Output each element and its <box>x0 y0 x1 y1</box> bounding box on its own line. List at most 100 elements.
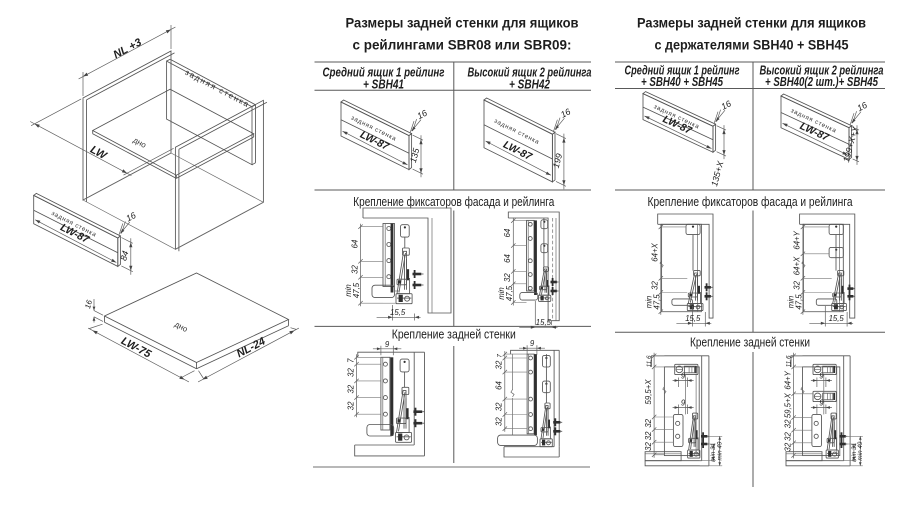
rear-dim-32b: 32 <box>346 384 355 393</box>
panel-height-dim: 84 <box>118 250 130 262</box>
fixator-diagram-sbr-medium: 64 32 min 47,5 15,5 <box>344 207 452 321</box>
bottom-dim-label: 15,5 <box>536 318 552 327</box>
dowel-pin <box>847 284 855 293</box>
caption-fixators: Крепление фиксаторов фасада и рейлинга <box>353 194 555 209</box>
min-value: 47,5 <box>794 294 803 310</box>
dowel-pin <box>839 432 848 441</box>
panel-thickness-dim: 16 <box>559 106 572 119</box>
rear-dim-32a: 32 <box>644 418 653 427</box>
column-header-1-line2: + SBH41 <box>363 77 404 91</box>
rear-dim-7: 7 <box>346 358 355 363</box>
dowel-pin <box>701 432 709 441</box>
dowel-pin <box>847 292 855 301</box>
column-header-2-line2: + SBH40(2 шт.)+ SBH45 <box>765 75 879 89</box>
dowel-pin <box>550 287 559 295</box>
rear-dim-116: 11,6 <box>646 355 653 367</box>
fix-dim-64y: 64+Y <box>793 230 802 249</box>
panel-thickness-dim: 16 <box>855 100 868 113</box>
column-header-1-line1: Средний ящик 1 рейлинг <box>625 64 740 78</box>
bottom-dim-label: 15,5 <box>390 308 406 317</box>
panel-width-dim: LW-87 <box>501 139 535 164</box>
rear-dim-32c: 32 <box>346 401 355 410</box>
sbh40-holder <box>812 390 837 403</box>
min-label: min <box>786 296 795 309</box>
sbh40-holder <box>812 363 837 376</box>
min49-label: min 49 <box>717 441 724 460</box>
railing-holder <box>685 223 701 236</box>
panel-height-dim: 135 <box>408 147 421 164</box>
fixator-mechanism <box>538 266 552 302</box>
iso-bottom-label: дно <box>173 320 190 335</box>
rear-dim-32b: 32 <box>495 402 504 411</box>
dowel-pin <box>412 270 424 278</box>
column-header-1-line2: + SBH40 + SBH45 <box>641 75 724 89</box>
dowel-pin <box>550 278 559 286</box>
fixator-mechanism <box>395 386 413 443</box>
section-title-line1: Размеры задней стенки для ящиков <box>346 15 579 31</box>
min49-label: min 49 <box>857 441 864 460</box>
rearwall-diagram-sbh-medium: 9 9 11,6 59,5+X 32 32 32 min 31 min 49 <box>644 352 724 467</box>
rear-dim-9: 9 <box>819 399 824 408</box>
rearwall-diagram-sbr-high: 9 7 32 64 32 32 <box>495 339 563 458</box>
caption-rearwall: Крепление задней стенки <box>392 326 516 341</box>
frame-back-wall-label: задняя стенка <box>184 68 252 110</box>
column-header-1-line1: Средний ящик 1 рейлинг <box>323 66 445 80</box>
section-title-line2: с рейлингами SBR08 или SBR09: <box>353 37 572 53</box>
fix-dim-32: 32 <box>350 265 359 274</box>
dowel-pin <box>704 283 713 292</box>
column-header-2-line1: Высокий ящик 2 рейлинга <box>760 64 884 78</box>
rear-dim-9: 9 <box>681 372 686 381</box>
min-label: min <box>644 296 653 309</box>
iso-lw75: LW-75 <box>119 335 154 361</box>
fixator-mechanism <box>539 402 553 448</box>
fixator-mechanism <box>825 412 839 459</box>
fix-dim-64: 64 <box>350 239 359 248</box>
fix-dim-64a: 64 <box>503 228 512 237</box>
dowel-pin <box>412 281 424 289</box>
dowel-pin <box>413 407 425 416</box>
fix-dim-64x: 64+X <box>651 242 660 261</box>
panel-height-dim: 135+X <box>709 159 726 187</box>
fixator-mechanism <box>687 412 701 459</box>
section-title-line1: Размеры задней стенки для ящиков <box>637 15 866 31</box>
rear-dim-32a: 32 <box>346 368 355 377</box>
frame-bottom-label: дно <box>132 136 149 151</box>
dowel-pin <box>413 419 425 428</box>
rear-dim-32a: 32 <box>495 360 504 369</box>
panel-thickness-dim: 16 <box>124 210 137 223</box>
rear-dim-595x: 59,5+X <box>783 392 792 418</box>
railing-holder <box>399 358 410 373</box>
rear-dim-9: 9 <box>530 339 535 348</box>
panel-sbh-high: задняя стенка LW-87 16 199+X+Y <box>780 93 869 165</box>
section-sbr: Размеры задней стенки для ящиков с рейли… <box>314 15 592 463</box>
rear-dim-9: 9 <box>681 399 686 408</box>
min-value: 47,5 <box>505 285 514 301</box>
sbh45-bracket <box>811 413 822 448</box>
iso-bottom-16: 16 <box>83 298 94 309</box>
fix-dim-32: 32 <box>503 273 512 282</box>
sbh40-holder <box>674 363 699 376</box>
rearwall-diagram-sbr-medium: 9 7 32 32 32 <box>346 340 425 457</box>
fix-dim-64x: 64+X <box>793 256 802 275</box>
panel-thickness-dim: 16 <box>415 108 428 121</box>
rear-dim-32b: 32 <box>644 431 653 440</box>
panel-thickness-dim: 16 <box>719 98 732 111</box>
fixator-diagram-sbh-medium: 64+X 32 min 47,5 15,5 <box>644 213 714 327</box>
rearwall-diagram-sbh-high: 9 9 11,6 64+Y 59,5+X 32 32 32 min 31 min… <box>783 352 864 467</box>
rear-dim-595x: 59,5+X <box>644 379 653 405</box>
min-value: 47,5 <box>352 282 361 298</box>
rear-dim-32a: 32 <box>783 419 792 428</box>
min-label: min <box>497 287 506 300</box>
fix-dim-64b: 64 <box>503 254 512 263</box>
rear-dim-7: 7 <box>497 354 504 358</box>
iso-rear-wall-panel: задняя стенка LW-87 16 84 <box>32 192 138 275</box>
iso-dim-depth: NL +3 <box>112 36 144 61</box>
min31-label: min 31 <box>710 443 717 462</box>
fixator-mechanism <box>831 270 847 312</box>
caption-rearwall: Крепление задней стенки <box>690 335 810 350</box>
dowel-pin <box>701 440 709 448</box>
rear-dim-32c: 32 <box>644 442 653 451</box>
dowel-pin <box>553 427 563 436</box>
section-title-line2: с держателями SBH40 + SBH45 <box>655 37 849 53</box>
